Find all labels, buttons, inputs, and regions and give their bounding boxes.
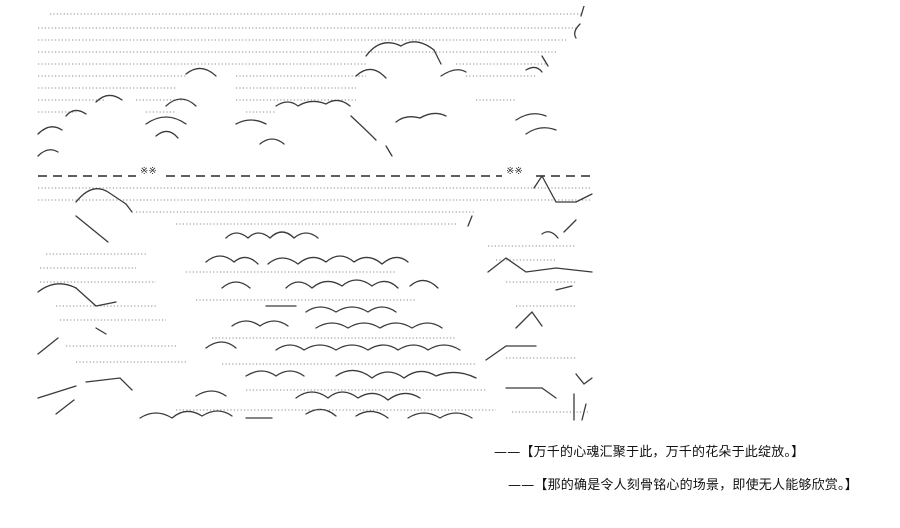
left-terrain [37, 253, 186, 415]
horizon-mark-right: ※※ [506, 166, 523, 177]
caption-line-2: ——【那的确是令人刻骨铭心的场景，即使无人能够欣赏。】 [508, 478, 858, 493]
ascii-art-illustration: ※※ ※※ [37, 6, 593, 421]
plateau-structure [38, 174, 593, 243]
caption-line-1: ——【万千的心魂汇聚于此，万千的花朵于此绽放。】 [494, 445, 805, 460]
sky-cloud-puffs [37, 6, 585, 157]
horizon-mark-left: ※※ [140, 166, 157, 177]
right-terrain [485, 231, 593, 421]
sky-cloud-bands [38, 13, 581, 113]
horizon-line: ※※ ※※ [38, 166, 592, 177]
flower-cluster [139, 231, 496, 419]
